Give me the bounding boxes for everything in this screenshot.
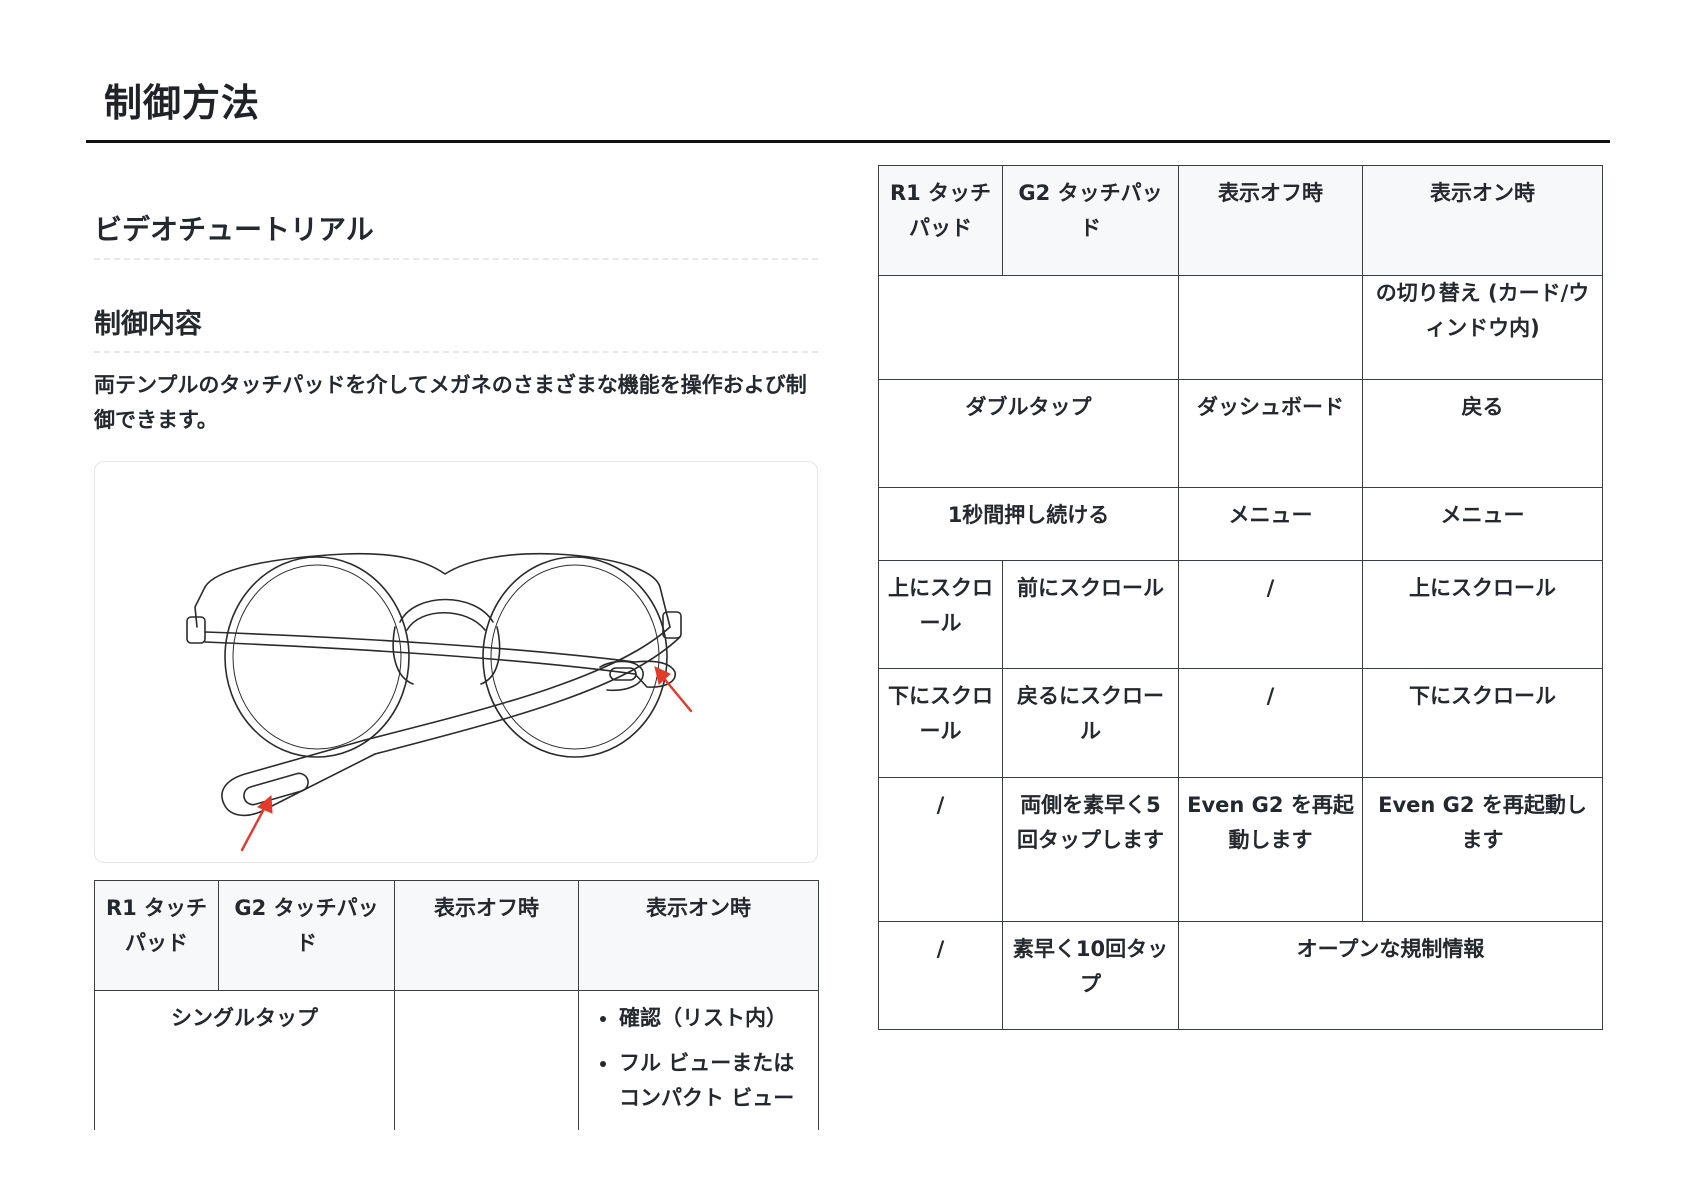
single-tap-display-off	[394, 990, 579, 1130]
gesture-hold: 1秒間押し続ける	[878, 487, 1179, 561]
table-row-hold: 1秒間押し続ける メニュー メニュー	[878, 487, 1603, 561]
controls-table-left: R1 タッチパッド G2 タッチパッド 表示オフ時 表示オン時 シングルタップ …	[94, 880, 819, 1130]
single-tap-display-on: 確認（リスト内） フル ビューまたはコンパクト ビュー	[578, 990, 819, 1130]
header-r1-touchpad: R1 タッチパッド	[94, 880, 219, 991]
continued-display-off	[1178, 275, 1363, 380]
hold-display-off: メニュー	[1178, 487, 1363, 561]
restart-r1: /	[878, 777, 1003, 922]
table-row-restart: / 両側を素早く5回タップします Even G2 を再起動します Even G2…	[878, 777, 1603, 922]
table-row-scroll-down: 下にスクロール 戻るにスクロール / 下にスクロール	[878, 668, 1603, 778]
heading-video-tutorial: ビデオチュートリアル	[94, 208, 818, 260]
table-left-viewport: R1 タッチパッド G2 タッチパッド 表示オフ時 表示オン時 シングルタップ …	[0, 880, 1686, 1130]
regulatory-r1: /	[878, 921, 1003, 1030]
scroll-up-r1: 上にスクロール	[878, 560, 1003, 669]
gesture-double-tap: ダブルタップ	[878, 379, 1179, 488]
heading-control-content: 制御内容	[94, 302, 818, 353]
table-row-single-tap: シングルタップ 確認（リスト内） フル ビューまたはコンパクト ビュー	[94, 990, 819, 1130]
restart-display-on: Even G2 を再起動します	[1362, 777, 1603, 922]
table-row-continued: の切り替え (カード/ウィンドウ内)	[878, 275, 1603, 380]
double-tap-display-on: 戻る	[1362, 379, 1603, 488]
header-display-off: 表示オフ時	[1178, 165, 1363, 276]
header-r1-touchpad: R1 タッチパッド	[878, 165, 1003, 276]
header-display-off: 表示オフ時	[394, 880, 579, 991]
glasses-illustration	[186, 552, 693, 852]
scroll-down-r1: 下にスクロール	[878, 668, 1003, 778]
list-item: フル ビューまたはコンパクト ビュー	[619, 1046, 810, 1116]
continued-gesture	[878, 275, 1179, 380]
glasses-figure	[94, 461, 818, 863]
scroll-up-g2: 前にスクロール	[1002, 560, 1179, 669]
header-display-on: 表示オン時	[578, 880, 819, 991]
double-tap-display-off: ダッシュボード	[1178, 379, 1363, 488]
scroll-down-display-on: 下にスクロール	[1362, 668, 1603, 778]
scroll-down-display-off: /	[1178, 668, 1363, 778]
header-g2-touchpad: G2 タッチパッド	[1002, 165, 1179, 276]
header-g2-touchpad: G2 タッチパッド	[218, 880, 395, 991]
table-header-row: R1 タッチパッド G2 タッチパッド 表示オフ時 表示オン時	[878, 165, 1603, 276]
restart-g2: 両側を素早く5回タップします	[1002, 777, 1179, 922]
title-rule	[86, 140, 1610, 143]
gesture-single-tap: シングルタップ	[94, 990, 395, 1130]
table-row-double-tap: ダブルタップ ダッシュボード 戻る	[878, 379, 1603, 488]
controls-table-right: R1 タッチパッド G2 タッチパッド 表示オフ時 表示オン時 の切り替え (カ…	[878, 165, 1603, 1030]
continued-display-on: の切り替え (カード/ウィンドウ内)	[1362, 275, 1603, 380]
header-display-on: 表示オン時	[1362, 165, 1603, 276]
scroll-up-display-on: 上にスクロール	[1362, 560, 1603, 669]
scroll-down-g2: 戻るにスクロール	[1002, 668, 1179, 778]
table-header-row: R1 タッチパッド G2 タッチパッド 表示オフ時 表示オン時	[94, 880, 819, 991]
page-title: 制御方法	[104, 81, 261, 125]
hold-display-on: メニュー	[1362, 487, 1603, 561]
regulatory-g2: 素早く10回タップ	[1002, 921, 1179, 1030]
regulatory-display: オープンな規制情報	[1178, 921, 1603, 1030]
list-item: 確認（リスト内）	[619, 1001, 810, 1036]
table-row-regulatory: / 素早く10回タップ オープンな規制情報	[878, 921, 1603, 1030]
single-tap-actions-list: 確認（リスト内） フル ビューまたはコンパクト ビュー	[593, 1001, 810, 1116]
table-row-scroll-up: 上にスクロール 前にスクロール / 上にスクロール	[878, 560, 1603, 669]
restart-display-off: Even G2 を再起動します	[1178, 777, 1363, 922]
intro-paragraph: 両テンプルのタッチパッドを介してメガネのさまざまな機能を操作および制御できます。	[94, 373, 807, 432]
scroll-up-display-off: /	[1178, 560, 1363, 669]
